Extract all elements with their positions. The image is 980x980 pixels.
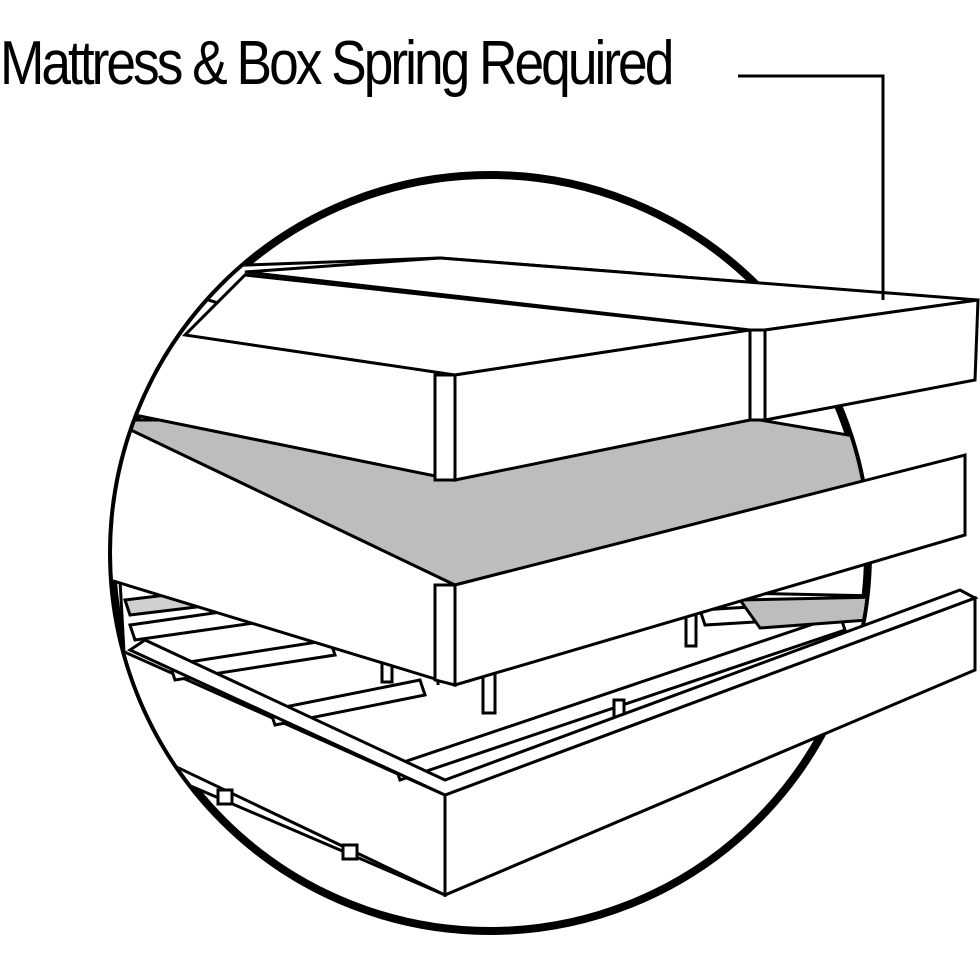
mattress — [112, 256, 980, 482]
diagram-caption: Mattress & Box Spring Required — [0, 29, 674, 98]
box-spring — [112, 417, 967, 688]
callout-leader — [738, 74, 885, 300]
